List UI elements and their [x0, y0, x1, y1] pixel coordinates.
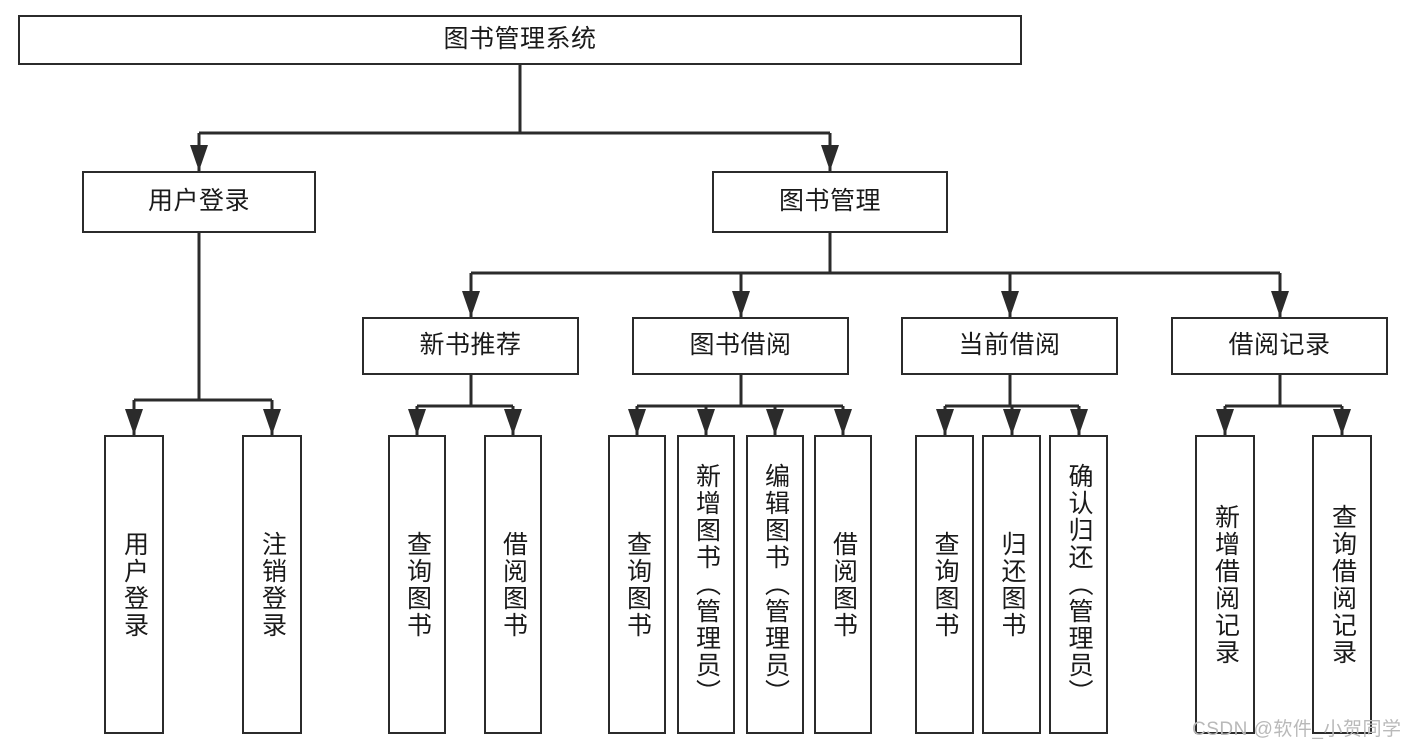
node-leaf-query-book-cur[interactable]: 查询图书	[915, 435, 974, 734]
arrowhead-book-borrow-2	[766, 409, 784, 435]
node-label-leaf-add-book: 新增图书（管理员）	[692, 463, 721, 706]
arrowhead-book-manage-1	[732, 291, 750, 317]
arrowhead-user-login-1	[263, 409, 281, 435]
node-leaf-query-record[interactable]: 查询借阅记录	[1312, 435, 1372, 734]
node-book-borrow[interactable]: 图书借阅	[632, 317, 849, 375]
arrowhead-book-borrow-0	[628, 409, 646, 435]
node-leaf-add-record[interactable]: 新增借阅记录	[1195, 435, 1255, 734]
arrowhead-current-borrow-1	[1003, 409, 1021, 435]
node-leaf-query-book-borrow[interactable]: 查询图书	[608, 435, 666, 734]
arrowhead-borrow-record-1	[1333, 409, 1351, 435]
arrowhead-current-borrow-0	[936, 409, 954, 435]
node-label-root: 图书管理系统	[443, 25, 597, 54]
node-label-leaf-query-record: 查询借阅记录	[1328, 503, 1357, 666]
arrowhead-new-book-rec-1	[504, 409, 522, 435]
node-label-leaf-logout: 注销登录	[258, 530, 287, 639]
arrowhead-book-manage-3	[1271, 291, 1289, 317]
node-current-borrow[interactable]: 当前借阅	[901, 317, 1118, 375]
arrowhead-book-borrow-3	[834, 409, 852, 435]
arrowhead-book-manage-2	[1001, 291, 1019, 317]
node-leaf-logout[interactable]: 注销登录	[242, 435, 302, 734]
node-book-manage[interactable]: 图书管理	[712, 171, 948, 233]
node-leaf-borrow-book-rec[interactable]: 借阅图书	[484, 435, 542, 734]
arrowhead-current-borrow-2	[1070, 409, 1088, 435]
arrowhead-book-borrow-1	[697, 409, 715, 435]
node-label-leaf-query-book-rec: 查询图书	[403, 530, 432, 639]
node-leaf-return-book[interactable]: 归还图书	[982, 435, 1041, 734]
node-label-leaf-user-login: 用户登录	[120, 530, 149, 639]
node-label-leaf-query-book-borrow: 查询图书	[623, 530, 652, 639]
node-leaf-query-book-rec[interactable]: 查询图书	[388, 435, 446, 734]
node-new-book-rec[interactable]: 新书推荐	[362, 317, 579, 375]
node-label-leaf-add-record: 新增借阅记录	[1211, 503, 1240, 666]
node-label-leaf-query-book-cur: 查询图书	[931, 530, 959, 639]
node-label-leaf-borrow-book: 借阅图书	[829, 530, 858, 639]
arrowhead-user-login-0	[125, 409, 143, 435]
node-leaf-user-login[interactable]: 用户登录	[104, 435, 164, 734]
arrowhead-new-book-rec-0	[408, 409, 426, 435]
node-label-user-login: 用户登录	[147, 187, 250, 216]
node-leaf-add-book[interactable]: 新增图书（管理员）	[677, 435, 735, 734]
node-label-leaf-confirm-return: 确认归还（管理员）	[1065, 463, 1093, 706]
node-label-leaf-edit-book: 编辑图书（管理员）	[761, 463, 790, 706]
arrowhead-root-1	[821, 145, 839, 171]
node-label-book-borrow: 图书借阅	[689, 331, 792, 360]
node-borrow-record[interactable]: 借阅记录	[1171, 317, 1388, 375]
node-leaf-borrow-book[interactable]: 借阅图书	[814, 435, 872, 734]
csdn-watermark: CSDN @软件_小贺同学	[1192, 719, 1402, 740]
node-root[interactable]: 图书管理系统	[18, 15, 1022, 65]
node-leaf-confirm-return[interactable]: 确认归还（管理员）	[1049, 435, 1108, 734]
node-label-borrow-record: 借阅记录	[1228, 331, 1331, 360]
node-label-book-manage: 图书管理	[778, 187, 881, 216]
node-leaf-edit-book[interactable]: 编辑图书（管理员）	[746, 435, 804, 734]
node-label-new-book-rec: 新书推荐	[419, 331, 522, 360]
arrowhead-root-0	[190, 145, 208, 171]
node-label-leaf-return-book: 归还图书	[998, 530, 1026, 639]
arrowhead-borrow-record-0	[1216, 409, 1234, 435]
arrowhead-book-manage-0	[462, 291, 480, 317]
node-user-login[interactable]: 用户登录	[82, 171, 316, 233]
node-label-leaf-borrow-book-rec: 借阅图书	[499, 530, 528, 639]
node-label-current-borrow: 当前借阅	[958, 331, 1061, 360]
